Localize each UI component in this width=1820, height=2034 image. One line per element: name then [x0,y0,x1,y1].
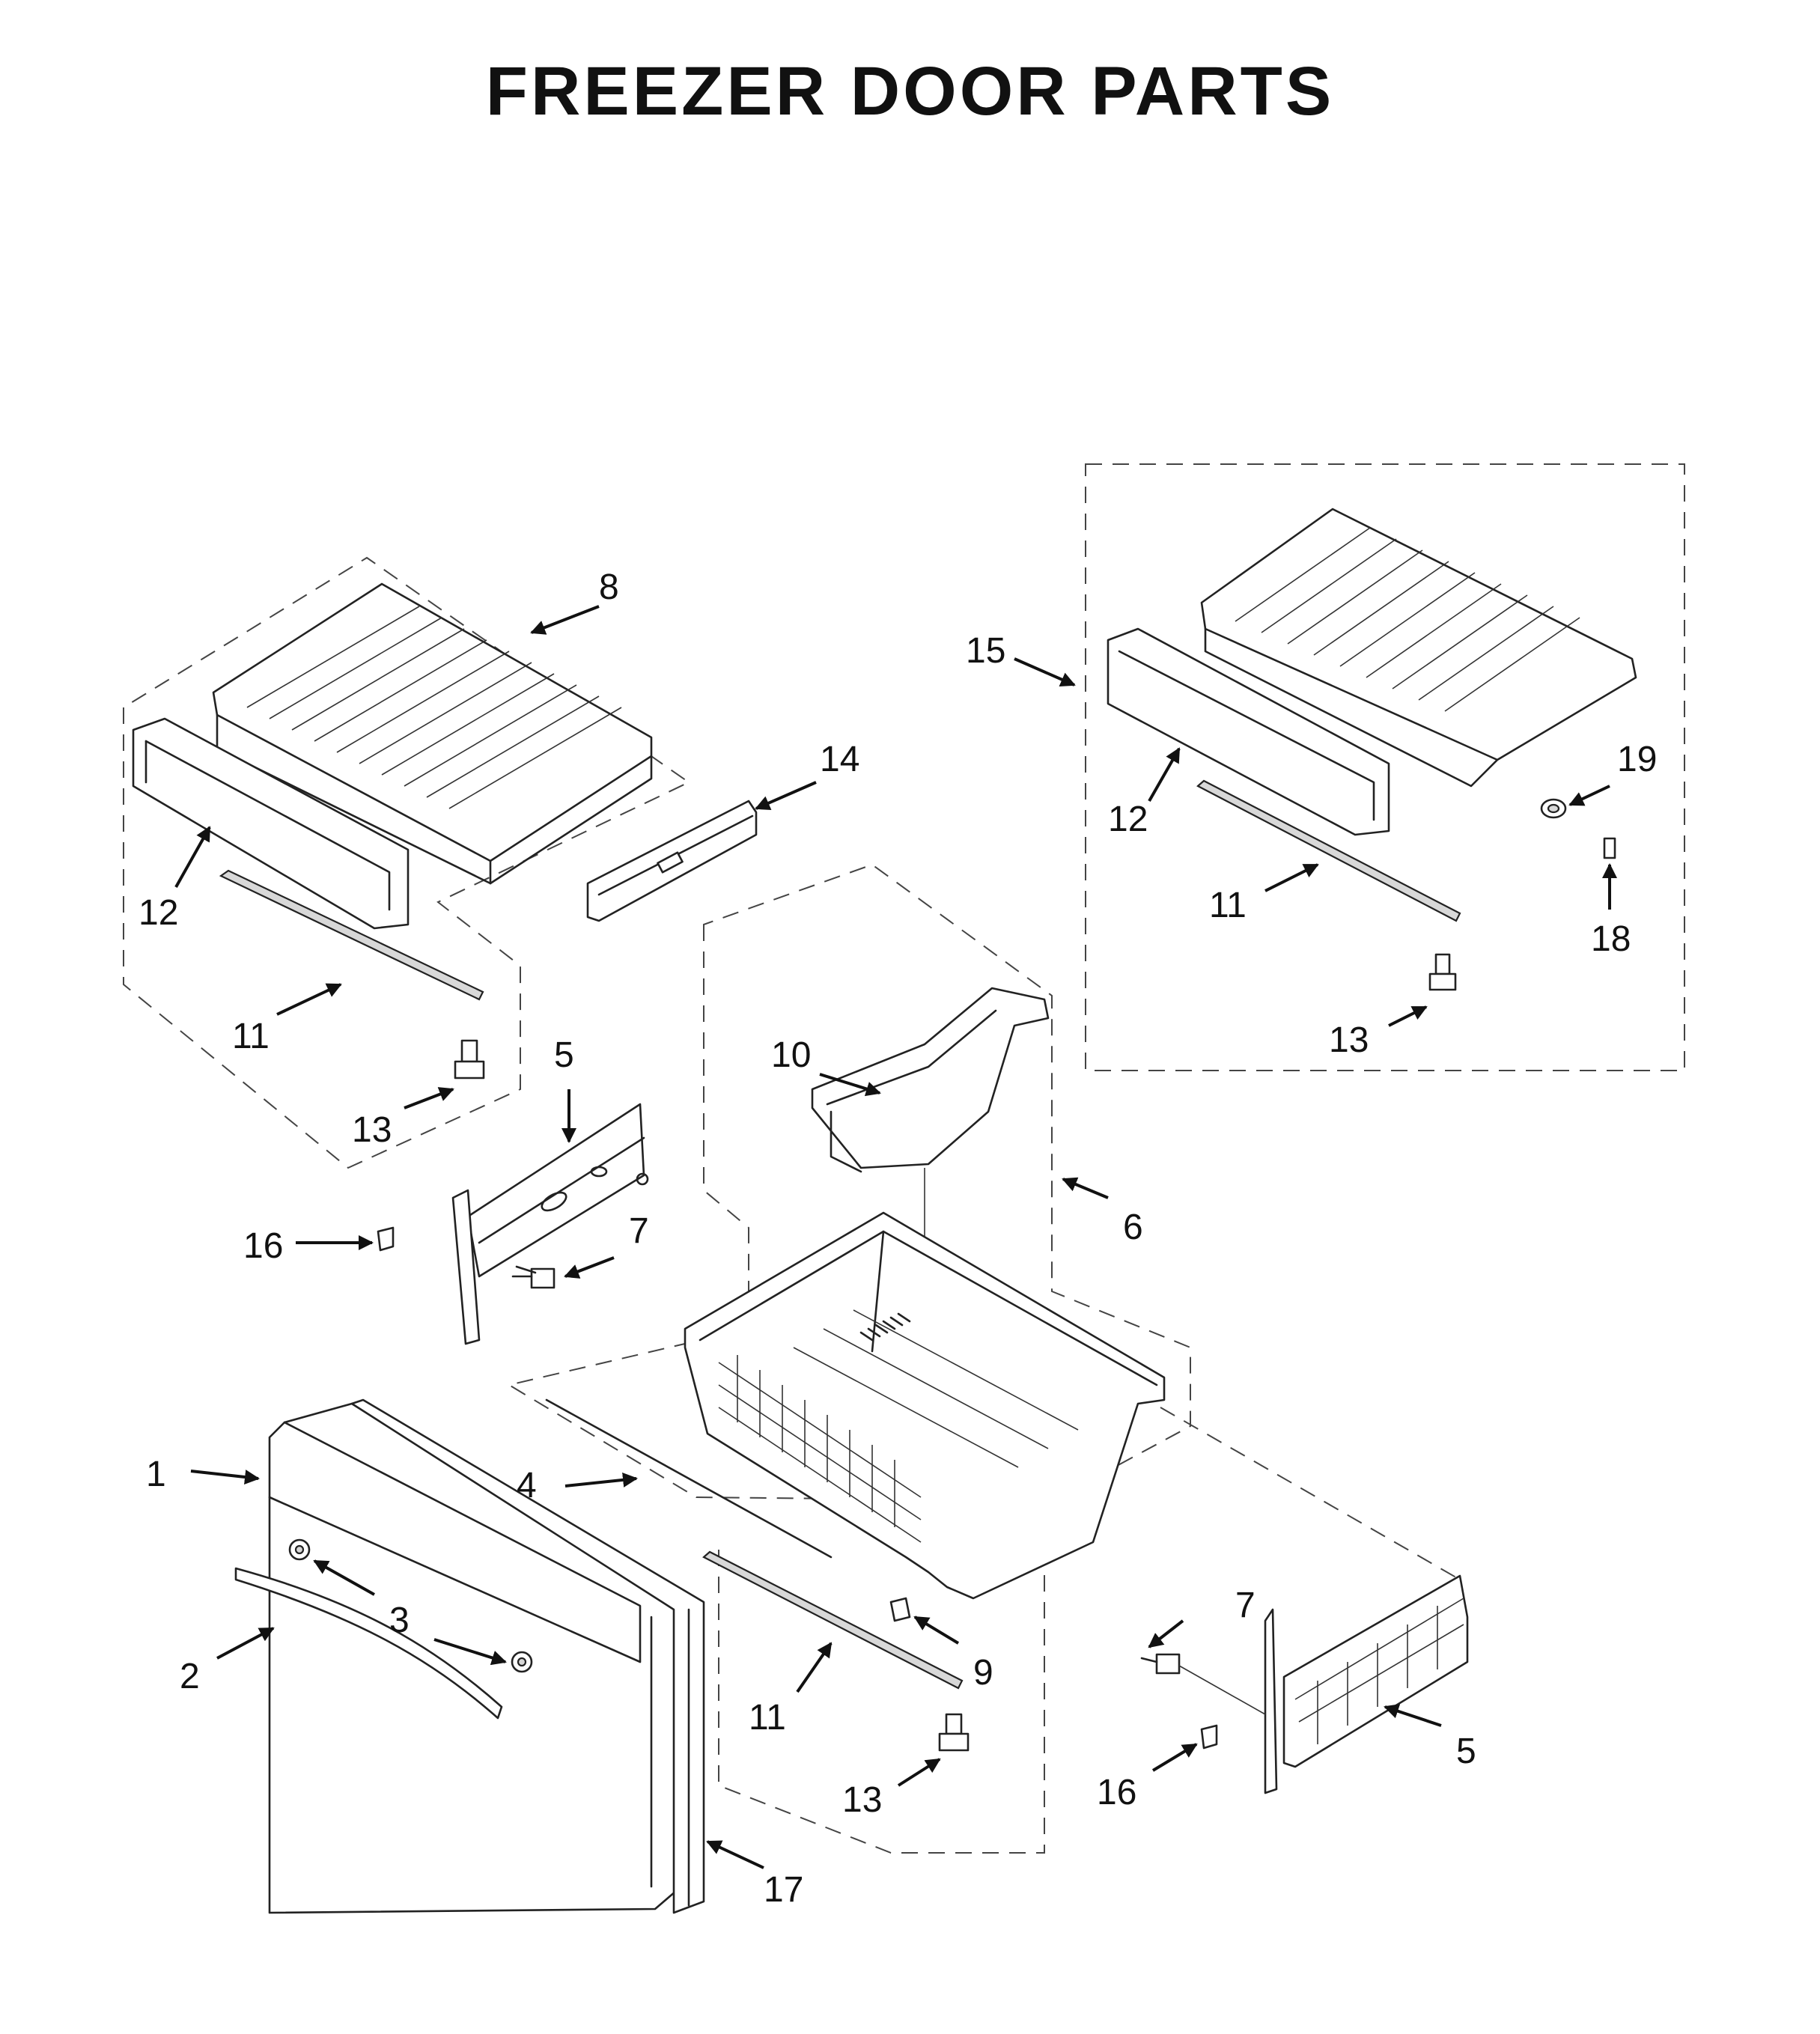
right-rail-screw [1140,1653,1266,1715]
callout-labels: 8 12 11 13 14 5 16 7 10 6 15 1 4 2 3 9 1… [139,567,1657,1910]
left-drawer-slide-rail [451,1103,649,1345]
lower-freezer-basket [684,1211,1166,1600]
handle-screw-right [511,1651,533,1673]
right-drawer-slide-rail [1264,1574,1469,1794]
upper-screw [454,1039,485,1080]
page-title: FREEZER DOOR PARTS [485,53,1335,130]
upper-slide-strip [219,869,484,1001]
callout-11-lower: 11 [749,1698,786,1738]
left-slide-clip [377,1226,395,1252]
basket-guide [586,800,758,922]
callout-10: 10 [771,1035,811,1075]
alt-kit-front-trim [1107,627,1390,836]
callout-12-alt: 12 [1108,800,1148,839]
callout-13-alt: 13 [1329,1020,1369,1060]
leader-arrows [174,605,1617,1869]
callout-1: 1 [146,1455,166,1494]
basket-bumper [889,1597,911,1622]
door-gasket [350,1398,705,1914]
right-slide-clip [1200,1724,1218,1750]
upper-freezer-basket [212,582,653,885]
callout-6: 6 [1123,1208,1143,1247]
alt-kit-pin [1603,837,1616,859]
upper-basket-front-trim [132,717,410,930]
freezer-divider-bin [811,987,1050,1173]
callout-15: 15 [966,631,1005,671]
callout-13-lower: 13 [842,1780,882,1820]
callout-11-alt: 11 [1209,886,1247,925]
callout-17: 17 [764,1870,803,1910]
door-handle [234,1567,503,1720]
alt-kit-bumper [1540,798,1567,819]
upper-basket-group-outline [123,556,690,1169]
left-rail-screw [511,1265,556,1289]
callout-5-right: 5 [1456,1732,1476,1771]
callout-2: 2 [180,1657,200,1696]
alt-basket-kit-outline [1085,463,1685,1071]
callout-8: 8 [599,567,619,607]
callout-18: 18 [1591,919,1631,959]
alt-kit-screw [1428,953,1457,991]
callout-7-left: 7 [629,1211,649,1251]
callout-13-upper: 13 [352,1110,392,1150]
callout-14: 14 [820,740,859,779]
callout-9: 9 [973,1653,993,1693]
lower-slide-strip [702,1550,964,1690]
callout-7-right: 7 [1235,1586,1256,1625]
callout-4: 4 [517,1466,537,1505]
lower-basket-strip [545,1398,833,1559]
callout-19: 19 [1617,740,1657,779]
callout-5-left: 5 [554,1035,574,1075]
callout-12-upper: 12 [139,893,178,933]
callout-16-right: 16 [1097,1773,1136,1812]
callout-3: 3 [389,1601,410,1640]
lower-screw [938,1713,970,1752]
callout-16-left: 16 [243,1226,283,1266]
handle-screw-left [288,1538,311,1561]
alt-kit-slide-strip [1196,779,1461,922]
callout-11-upper: 11 [232,1017,270,1056]
alt-kit-basket [1200,508,1637,788]
